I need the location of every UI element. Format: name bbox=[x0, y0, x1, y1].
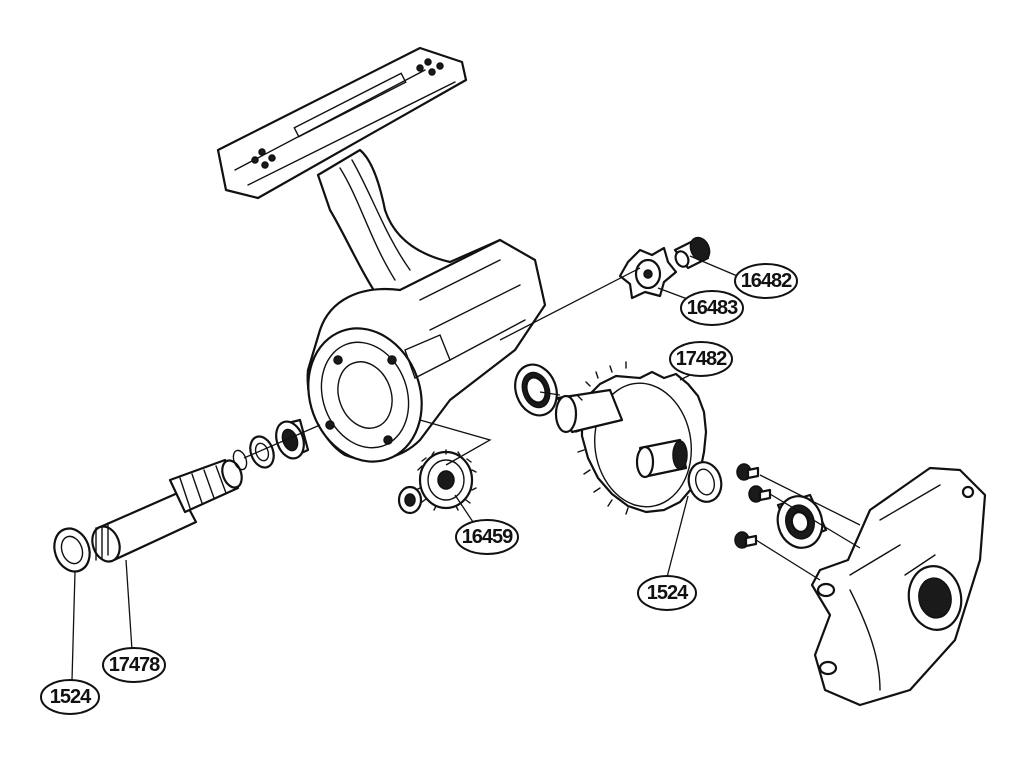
bearing-small-16459 bbox=[397, 485, 423, 515]
collar-16482 bbox=[673, 236, 711, 270]
callout-oval bbox=[455, 519, 519, 555]
callout-label-16483: 16483 bbox=[687, 297, 738, 319]
callout-1524-right: 1524 bbox=[637, 575, 697, 611]
callout-oval bbox=[669, 341, 733, 377]
callout-oval bbox=[40, 679, 100, 715]
pinion-16483 bbox=[618, 246, 678, 300]
side-cover bbox=[810, 466, 987, 707]
bearing-right bbox=[776, 493, 828, 549]
callout-16483: 16483 bbox=[680, 290, 744, 326]
callout-label-16482: 16482 bbox=[741, 270, 792, 292]
washer-right-1524 bbox=[687, 461, 723, 503]
leader-lines bbox=[71, 255, 861, 681]
callout-oval bbox=[637, 575, 697, 611]
callout-17482: 17482 bbox=[669, 341, 733, 377]
callout-17478: 17478 bbox=[102, 647, 166, 683]
idler-gear-16459 bbox=[415, 449, 477, 511]
callout-label-17482: 17482 bbox=[676, 348, 727, 370]
reel-foot bbox=[216, 46, 468, 200]
screw-top bbox=[736, 463, 760, 481]
callout-1524-left: 1524 bbox=[40, 679, 100, 715]
callout-16482: 16482 bbox=[734, 263, 798, 299]
reel-body bbox=[306, 238, 547, 463]
bearing-left-large bbox=[275, 418, 310, 460]
callout-oval bbox=[680, 290, 744, 326]
callout-16459: 16459 bbox=[455, 519, 519, 555]
pinion-shaft-17478 bbox=[91, 458, 243, 563]
callout-label-16459: 16459 bbox=[462, 526, 513, 548]
drive-gear-17482 bbox=[554, 361, 708, 515]
bearing-left-small bbox=[249, 435, 275, 469]
callout-label-1524-left: 1524 bbox=[50, 686, 92, 708]
callout-label-17478: 17478 bbox=[109, 654, 160, 676]
callout-label-1524-right: 1524 bbox=[647, 582, 689, 604]
washer-left-1524 bbox=[53, 527, 91, 573]
screw-bottom bbox=[734, 531, 758, 549]
callout-oval bbox=[734, 263, 798, 299]
screw-middle bbox=[748, 485, 772, 503]
bearing-center bbox=[514, 363, 558, 417]
callout-oval bbox=[102, 647, 166, 683]
